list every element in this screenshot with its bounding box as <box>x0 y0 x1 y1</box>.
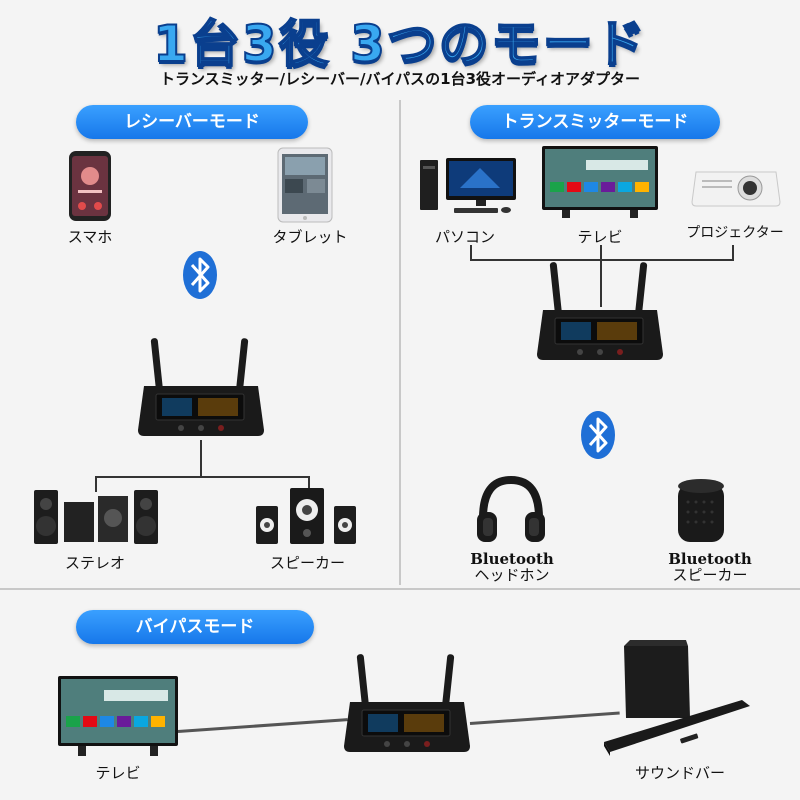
transmitter-source-label-tv: テレビ <box>577 228 623 246</box>
transmitter-source-label-pc: パソコン <box>434 228 495 246</box>
bluetooth-icon <box>580 410 616 460</box>
transmitter-output-label-speaker: Bluetooth スピーカー <box>650 551 770 583</box>
bypass-source-label-tv: テレビ <box>95 764 141 782</box>
receiver-output-label-speaker: スピーカー <box>269 554 345 572</box>
audio-cable <box>469 711 620 725</box>
section-divider-horizontal <box>0 588 800 590</box>
bluetooth-text: Bluetooth <box>470 550 554 568</box>
smartphone-icon <box>68 150 112 222</box>
connection-line <box>600 245 602 307</box>
receiver-output-label-stereo: ステレオ <box>64 554 125 572</box>
page-subtitle: トランスミッター/レシーバー/バイパスの1台3役オーディオアダプター <box>159 70 641 88</box>
transmitter-mode-badge: トランスミッターモード <box>470 105 720 139</box>
speaker-icon <box>256 488 356 546</box>
section-divider-vertical <box>399 100 401 585</box>
connection-line <box>95 476 97 492</box>
audio-adapter-icon <box>535 262 665 364</box>
audio-adapter-icon <box>342 654 472 756</box>
pc-icon <box>420 158 518 216</box>
bypass-output-label-soundbar: サウンドバー <box>634 764 725 782</box>
audio-cable <box>177 718 348 733</box>
headphones-icon <box>475 474 547 546</box>
bypass-mode-badge: バイパスモード <box>76 610 314 644</box>
receiver-source-label-tablet: タブレット <box>272 228 348 246</box>
tablet-icon <box>277 147 333 223</box>
connection-line <box>95 476 310 478</box>
connection-line <box>308 476 310 492</box>
transmitter-source-label-projector: プロジェクター <box>686 225 784 241</box>
soundbar-icon <box>600 640 760 760</box>
tv-icon <box>58 676 178 758</box>
bluetooth-text: Bluetooth <box>668 550 752 568</box>
bluetooth-speaker-icon <box>676 478 726 546</box>
connection-line <box>470 259 734 261</box>
receiver-source-label-phone: スマホ <box>67 228 113 246</box>
bluetooth-icon <box>182 250 218 300</box>
stereo-icon <box>34 488 158 546</box>
audio-adapter-icon <box>136 338 266 440</box>
headphones-text: ヘッドホン <box>474 566 550 584</box>
connection-line <box>200 440 202 477</box>
receiver-mode-badge: レシーバーモード <box>76 105 308 139</box>
connection-line <box>732 245 734 261</box>
projector-icon <box>690 166 782 210</box>
tv-icon <box>542 146 658 220</box>
speaker-text: スピーカー <box>672 566 748 584</box>
page-title: 1台3役 3つのモード <box>152 14 647 74</box>
transmitter-output-label-headphones: Bluetooth ヘッドホン <box>452 551 572 583</box>
connection-line <box>470 245 472 261</box>
